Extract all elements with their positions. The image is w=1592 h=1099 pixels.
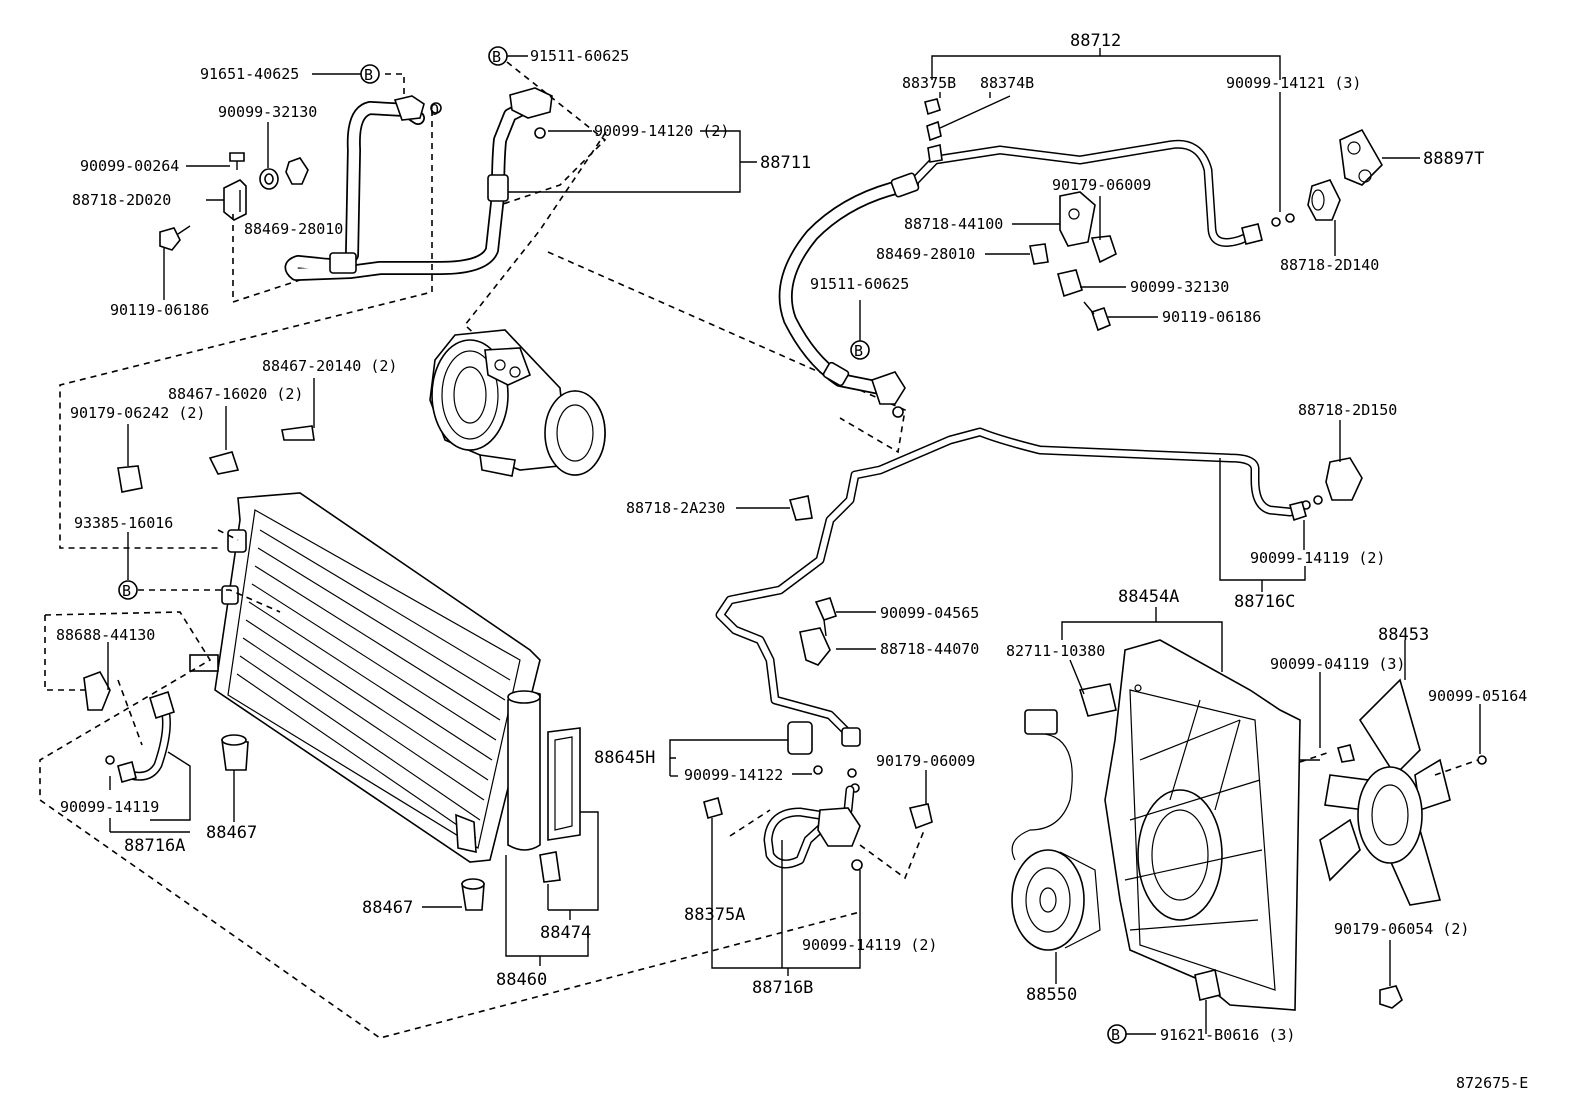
label-88688-44130: 88688-44130	[56, 626, 155, 644]
label-90099-05164: 90099-05164	[1428, 687, 1527, 705]
fan-88453	[1319, 678, 1487, 906]
label-90179-06054: 90179-06054 (2)	[1334, 920, 1469, 938]
dash-line	[1434, 759, 1479, 776]
label-88469-28010: 88469-28010	[244, 220, 343, 238]
ref-b-text: B	[122, 582, 131, 600]
label-88467-16020: 88467-16020 (2)	[168, 385, 303, 403]
label-88718-44070: 88718-44070	[880, 640, 979, 658]
dash-line	[499, 61, 607, 206]
label-90099-04119: 90099-04119 (3)	[1270, 655, 1405, 673]
dash-line	[217, 529, 239, 541]
o-ring-mark: O	[430, 101, 439, 119]
label-88467: 88467	[206, 823, 257, 843]
label-88454A: 88454A	[1118, 587, 1179, 607]
label-90179-06242: 90179-06242 (2)	[70, 404, 205, 422]
label-88375B: 88375B	[902, 74, 956, 92]
label-88460: 88460	[496, 970, 547, 990]
label-90179-06009: 90179-06009	[876, 752, 975, 770]
label-88711: 88711	[760, 153, 811, 173]
label-88716C: 88716C	[1234, 592, 1295, 612]
ref-b-text: B	[854, 342, 863, 360]
fan-motor-88550	[1011, 709, 1101, 951]
label-91511-60625: 91511-60625	[530, 47, 629, 65]
label-88550: 88550	[1026, 985, 1077, 1005]
dash-line	[1299, 751, 1331, 763]
label-88718-2A230: 88718-2A230	[626, 499, 725, 517]
label-88716A: 88716A	[124, 836, 185, 856]
label-90099-14121: 90099-14121 (3)	[1226, 74, 1361, 92]
dash-line	[138, 589, 281, 613]
label-90099-14120: 90099-14120 (2)	[594, 122, 729, 140]
dash-line	[859, 827, 926, 880]
part-labels: 91651-40625 B B 91511-60625 O 90099-3213…	[56, 31, 1528, 1092]
label-90099-14122: 90099-14122	[684, 766, 783, 784]
compressor	[429, 329, 606, 477]
label-90119-06186: 90119-06186	[1162, 308, 1261, 326]
label-88453: 88453	[1378, 625, 1429, 645]
small-parts-top-right	[1029, 128, 1383, 332]
diagram-id: 872675-E	[1456, 1074, 1528, 1092]
label-90099-00264: 90099-00264	[80, 157, 179, 175]
label-88718-2D150: 88718-2D150	[1298, 401, 1397, 419]
dash-line	[385, 73, 405, 96]
label-88718-2D020: 88718-2D020	[72, 191, 171, 209]
pipe-88716C	[715, 427, 1363, 793]
label-88467-20140: 88467-20140 (2)	[262, 357, 397, 375]
label-93385-16016: 93385-16016	[74, 514, 173, 532]
label-88467: 88467	[362, 898, 413, 918]
dash-line	[232, 214, 301, 304]
leader-lines	[107, 48, 1481, 1035]
condenser-88460	[117, 425, 581, 911]
fan-shroud-88454A	[1078, 639, 1320, 1011]
dash-line	[547, 251, 906, 454]
label-90099-14119: 90099-14119	[60, 798, 159, 816]
label-91651-40625: 91651-40625	[200, 65, 299, 83]
label-90099-32130: 90099-32130	[218, 103, 317, 121]
label-90099-14119: 90099-14119 (2)	[1250, 549, 1385, 567]
label-88897T: 88897T	[1423, 149, 1484, 169]
dash-line	[44, 615, 85, 691]
nut-90179-06054	[1379, 985, 1403, 1009]
pipe-88716A	[83, 671, 175, 783]
label-88718-2D140: 88718-2D140	[1280, 256, 1379, 274]
label-88645H: 88645H	[594, 748, 655, 768]
label-90099-32130: 90099-32130	[1130, 278, 1229, 296]
label-88716B: 88716B	[752, 978, 813, 998]
label-82711-10380: 82711-10380	[1006, 642, 1105, 660]
small-parts-top-left	[159, 152, 309, 251]
label-90099-04565: 90099-04565	[880, 604, 979, 622]
ref-b-text: B	[364, 66, 373, 84]
hose-assembly-88711	[284, 87, 553, 281]
label-88375A: 88375A	[684, 905, 745, 925]
ref-b-text: B	[492, 48, 501, 66]
label-90099-14119: 90099-14119 (2)	[802, 936, 937, 954]
dash-line	[59, 110, 433, 549]
ref-b-text: B	[1111, 1026, 1120, 1044]
label-88469-28010: 88469-28010	[876, 245, 975, 263]
label-88712: 88712	[1070, 31, 1121, 51]
label-88718-44100: 88718-44100	[904, 215, 1003, 233]
label-91511-60625: 91511-60625	[810, 275, 909, 293]
label-90119-06186: 90119-06186	[110, 301, 209, 319]
label-91621-B0616: 91621-B0616 (3)	[1160, 1026, 1295, 1044]
pipe-88716B	[703, 785, 933, 871]
dash-line	[463, 131, 607, 359]
dash-line	[729, 809, 771, 837]
label-88474: 88474	[540, 923, 591, 943]
dash-line	[39, 611, 861, 1039]
hose-assembly-88712	[778, 98, 1295, 418]
dash-line	[117, 679, 143, 746]
label-90179-06009: 90179-06009	[1052, 176, 1151, 194]
label-88374B: 88374B	[980, 74, 1034, 92]
